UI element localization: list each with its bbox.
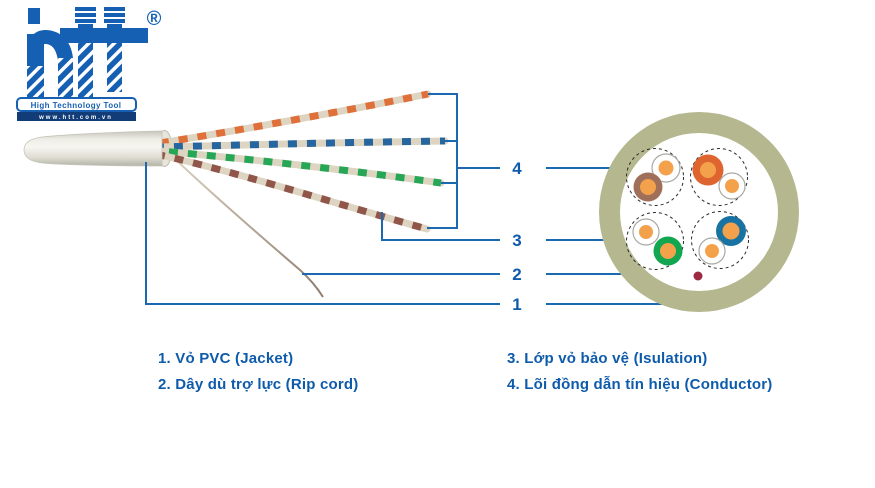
twisted-pair-blue — [156, 137, 449, 151]
callout-line-3-left — [381, 212, 500, 241]
logo-letters-tt — [60, 7, 148, 98]
callout-number-1: 1 — [512, 295, 521, 314]
callout-bracket-4 — [427, 93, 458, 229]
logo-website-bar: www.htt.com.vn — [17, 112, 136, 121]
legend-item-ripcord: 2. Dây dù trợ lực (Rip cord) — [158, 376, 359, 393]
legend-item-jacket: 1. Vỏ PVC (Jacket) — [158, 350, 294, 367]
callout-number-3: 3 — [512, 231, 521, 250]
legend-item-insulation: 3. Lớp vỏ bảo vệ (Isulation) — [507, 350, 708, 367]
cross-pair-brown — [633, 153, 681, 202]
pair-envelope-orange — [690, 148, 748, 206]
logo-tagline: High Technology Tool — [31, 101, 122, 110]
cable-jacket — [23, 130, 163, 167]
htt-logo-graphic: ® High Technology Tool www.htt.com.vn — [16, 7, 162, 121]
pair-envelope-blue — [691, 211, 749, 269]
cable-cross-section — [599, 112, 799, 312]
callout-lines — [145, 93, 692, 305]
htt-logo: ® High Technology Tool www.htt.com.vn — [14, 6, 164, 122]
ripcord-dot — [693, 271, 703, 281]
twisted-pair-orange — [156, 90, 432, 147]
pair-envelope-brown — [626, 148, 684, 206]
legend-column-left: 1. Vỏ PVC (Jacket) 2. Dây dù trợ lực (Ri… — [158, 350, 358, 402]
legend-item-conductor: 4. Lõi đồng dẫn tín hiệu (Conductor) — [507, 376, 773, 393]
twisted-pair-green — [156, 147, 445, 187]
legend-column-right: 3. Lớp vỏ bảo vệ (Isulation) 4. Lõi đồng… — [507, 350, 773, 402]
logo-tagline-box: High Technology Tool — [16, 97, 137, 112]
cross-pair-green — [632, 218, 683, 266]
rip-cord — [173, 157, 324, 298]
registered-trademark-icon: ® — [147, 8, 162, 30]
cross-pair-blue — [698, 216, 746, 265]
cross-pair-orange — [692, 154, 746, 200]
logo-website: www.htt.com.vn — [38, 115, 113, 121]
callout-number-4: 4 — [512, 159, 522, 178]
cable-diagram: 4 3 2 1 — [0, 78, 875, 338]
callout-number-2: 2 — [512, 265, 521, 284]
cable-diagram-svg: 4 3 2 1 — [23, 90, 799, 314]
callout-line-1-left — [145, 162, 500, 305]
pair-envelope-green — [626, 212, 684, 270]
twisted-pair-brown — [156, 151, 431, 233]
